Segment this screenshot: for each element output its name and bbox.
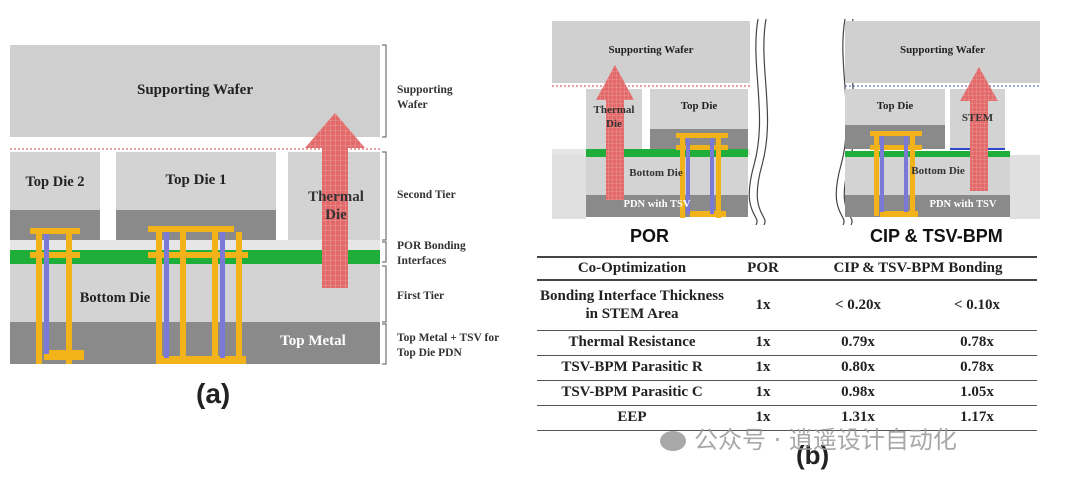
bottom-die-label: Bottom Die <box>79 290 151 306</box>
right-label-top-metal-tsv: Top Metal + TSV for Top Die PDN <box>397 332 499 359</box>
por-top-die-label: Top Die <box>680 100 718 112</box>
row-label: TSV-BPM Parasitic C <box>561 384 703 400</box>
row-por: 1x <box>755 384 771 400</box>
thermal-arrow-a <box>305 113 365 288</box>
right-label-second-tier: Second Tier <box>397 189 456 201</box>
tier-brackets <box>382 44 387 365</box>
wechat-icon <box>660 431 686 451</box>
header-por: POR <box>747 260 779 276</box>
por-title: POR <box>630 226 670 246</box>
table-header-row: Co-Optimization POR CIP & TSV-BPM Bondin… <box>537 257 1037 280</box>
co-optimization-table: Co-Optimization POR CIP & TSV-BPM Bondin… <box>537 256 1037 431</box>
row-por: 1x <box>755 296 771 313</box>
panel-b-diagram <box>552 18 1040 225</box>
cip-diagram <box>835 18 1040 225</box>
caption-b: (b) <box>796 440 830 470</box>
row-v2: 0.78x <box>960 334 994 350</box>
cip-supporting-wafer-label: Supporting Wafer <box>899 44 986 56</box>
row-por: 1x <box>755 334 771 350</box>
tsv-group-a <box>30 226 248 364</box>
table-row: Bonding Interface Thickness in STEM Area… <box>537 280 1037 330</box>
row-por: 1x <box>755 409 771 425</box>
header-cip: CIP & TSV-BPM Bonding <box>833 260 1003 276</box>
top-die-2-block <box>10 152 100 210</box>
row-label: Thermal Resistance <box>568 334 696 350</box>
table-row: EEP 1x 1.31x 1.17x <box>537 405 1037 430</box>
row-v1: 0.79x <box>841 334 875 350</box>
right-label-por-bonding: POR Bonding Interfaces <box>397 240 466 267</box>
tsv-core-group-a <box>44 232 225 358</box>
row-v2: 1.17x <box>960 409 994 425</box>
table-row: TSV-BPM Parasitic R 1x 0.80x 0.78x <box>537 355 1037 380</box>
cip-top-die-label: Top Die <box>876 100 914 112</box>
por-diagram <box>552 18 769 225</box>
top-die-1-metal <box>116 210 276 240</box>
supporting-wafer-block <box>10 45 380 137</box>
supporting-wafer-label: Supporting Wafer <box>137 82 253 98</box>
por-bottom-die-label: Bottom Die <box>629 167 683 179</box>
header-co-optimization: Co-Optimization <box>577 260 687 276</box>
top-die-2-label: Top Die 2 <box>25 174 85 190</box>
row-v1: 0.98x <box>841 384 875 400</box>
bonding-interface-upper <box>10 240 380 250</box>
row-v1: 0.80x <box>841 359 875 375</box>
por-pdn-label: PDN with TSV <box>623 199 691 210</box>
row-v2: 0.78x <box>960 359 994 375</box>
cip-stem-label: STEM <box>961 112 994 124</box>
thermal-die-label: Thermal Die <box>308 189 364 223</box>
row-label: Bonding Interface Thickness in STEM Area <box>540 288 724 323</box>
right-label-first-tier: First Tier <box>397 290 445 302</box>
top-metal-label: Top Metal <box>280 333 346 349</box>
top-die-1-label: Top Die 1 <box>165 172 227 188</box>
top-die-1-block <box>116 152 276 210</box>
cip-pdn-label: PDN with TSV <box>929 199 997 210</box>
cip-bottom-die-label: Bottom Die <box>911 165 965 177</box>
por-supporting-wafer-label: Supporting Wafer <box>608 44 694 56</box>
table-row: Thermal Resistance 1x 0.79x 0.78x <box>537 330 1037 355</box>
watermark: 公众号 · 逍遥设计自动化 <box>660 420 957 455</box>
row-v2: < 0.10x <box>953 296 1001 313</box>
panel-a-diagram <box>10 44 387 365</box>
watermark-text: 公众号 · 逍遥设计自动化 <box>694 426 957 454</box>
row-v2: 1.05x <box>960 384 994 400</box>
row-label: EEP <box>617 409 647 425</box>
por-thermal-die-label: Thermal Die <box>593 104 635 130</box>
right-label-supporting-wafer: Supporting Wafer <box>397 84 453 111</box>
table-row: TSV-BPM Parasitic C 1x 0.98x 1.05x <box>537 380 1037 405</box>
row-label: TSV-BPM Parasitic R <box>561 359 703 375</box>
row-v1: < 0.20x <box>834 296 882 313</box>
cip-title: CIP & TSV-BPM <box>870 226 1003 246</box>
row-por: 1x <box>755 359 771 375</box>
caption-a: (a) <box>196 378 231 409</box>
row-v1: 1.31x <box>841 409 875 425</box>
top-die-2-metal <box>10 210 100 240</box>
